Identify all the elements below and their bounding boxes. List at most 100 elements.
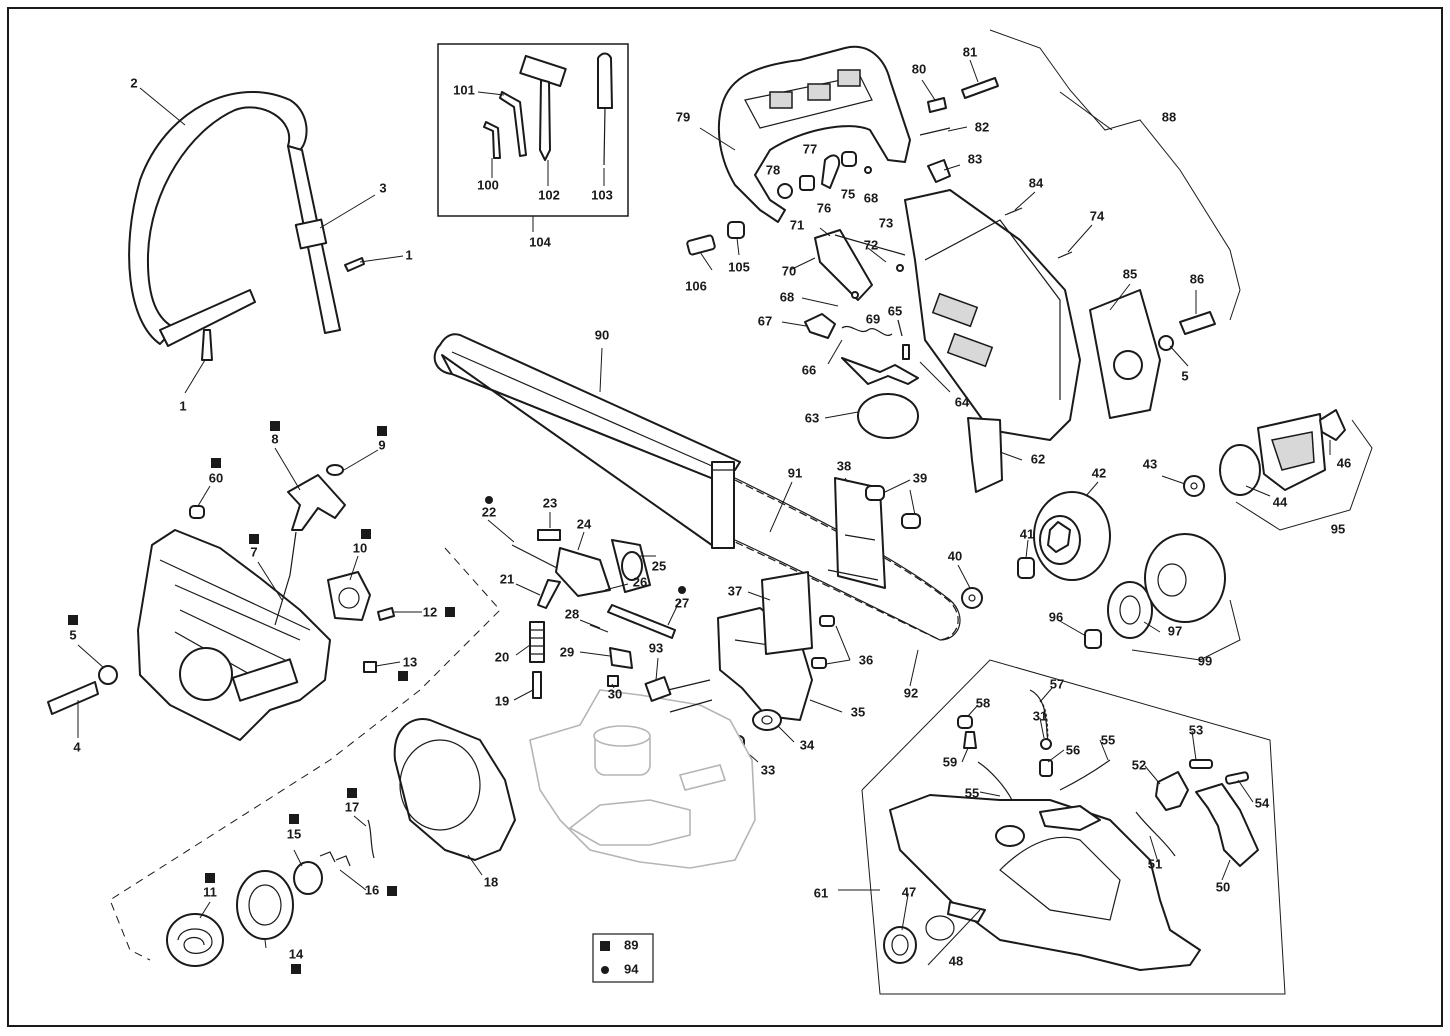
callout-67: 67	[758, 313, 772, 328]
callout-54: 54	[1255, 795, 1270, 810]
square-marker-icon	[68, 615, 78, 625]
square-marker-icon	[289, 814, 299, 824]
callout-30: 30	[608, 686, 622, 701]
callout-90: 90	[595, 327, 609, 342]
callout-39: 39	[913, 470, 927, 485]
callout-99: 99	[1198, 653, 1212, 668]
callout-29: 29	[560, 644, 574, 659]
callout-19: 19	[495, 693, 509, 708]
callout-57: 57	[1050, 676, 1064, 691]
dot-marker-icon	[678, 586, 686, 594]
callout-15: 15	[287, 826, 301, 841]
callout-68b: 68	[780, 289, 794, 304]
callout-1a: 1	[405, 247, 412, 262]
leader-lines-bar	[599, 347, 1373, 763]
callout-77: 77	[803, 141, 817, 156]
callout-18: 18	[484, 874, 498, 889]
callout-10: 10	[353, 540, 367, 555]
callout-26: 26	[633, 574, 647, 589]
square-marker-icon	[291, 964, 301, 974]
square-marker-icon	[205, 873, 215, 883]
legend-square-icon	[600, 941, 610, 951]
legend-label: 94	[624, 961, 639, 976]
callout-58: 58	[976, 695, 990, 710]
callout-85: 85	[1123, 266, 1137, 281]
callout-14: 14	[289, 946, 304, 961]
callout-35: 35	[851, 704, 865, 719]
callout-25: 25	[652, 558, 666, 573]
callout-92: 92	[904, 685, 918, 700]
callout-20: 20	[495, 649, 509, 664]
leader-lines-carb	[487, 512, 681, 701]
tools	[483, 52, 613, 166]
callout-1b: 1	[179, 398, 186, 413]
callout-13: 13	[403, 654, 417, 669]
legend-dot-icon	[601, 966, 609, 974]
callout-17: 17	[345, 799, 359, 814]
callout-81: 81	[963, 44, 977, 59]
square-marker-icon	[270, 421, 280, 431]
tank-group-outline	[861, 659, 1286, 995]
callout-47: 47	[902, 884, 916, 899]
callout-37: 37	[728, 583, 742, 598]
callout-16: 16	[365, 882, 379, 897]
callout-105: 105	[728, 259, 750, 274]
callout-65: 65	[888, 303, 902, 318]
callout-12: 12	[423, 604, 437, 619]
clutch-parts	[717, 409, 1346, 751]
callout-63: 63	[805, 410, 819, 425]
callout-21: 21	[500, 571, 514, 586]
callout-5b: 5	[69, 627, 76, 642]
square-marker-icon	[445, 607, 455, 617]
callout-22: 22	[482, 504, 496, 519]
callout-7: 7	[250, 544, 257, 559]
callout-69: 69	[866, 311, 880, 326]
callout-50: 50	[1216, 879, 1230, 894]
marker-layer	[68, 421, 686, 974]
square-marker-icon	[249, 534, 259, 544]
leader-lines-tools	[477, 91, 605, 186]
callout-23: 23	[543, 495, 557, 510]
page-frame	[7, 7, 1443, 1027]
callout-55b: 55	[1101, 732, 1115, 747]
guide-bar	[433, 333, 741, 549]
callout-82: 82	[975, 119, 989, 134]
square-marker-icon	[361, 529, 371, 539]
square-marker-icon	[347, 788, 357, 798]
callout-72: 72	[864, 237, 878, 252]
callout-68a: 68	[864, 190, 878, 205]
callout-28: 28	[565, 606, 579, 621]
callout-34: 34	[800, 737, 815, 752]
callout-73: 73	[879, 215, 893, 230]
callout-84: 84	[1029, 175, 1044, 190]
callout-76: 76	[817, 200, 831, 215]
callout-24: 24	[577, 516, 592, 531]
crankcase	[529, 689, 756, 869]
callout-8: 8	[271, 431, 278, 446]
tank-small-parts	[957, 689, 1259, 867]
leader-lines-tank	[901, 687, 1254, 966]
callout-36: 36	[859, 652, 873, 667]
callout-40: 40	[948, 548, 962, 563]
front-handle	[128, 91, 365, 361]
callout-83: 83	[968, 151, 982, 166]
legend: 89 94	[600, 937, 639, 976]
small-parts-upper	[686, 151, 1003, 493]
legend-label: 89	[624, 937, 638, 952]
callout-5a: 5	[1181, 368, 1188, 383]
callout-93: 93	[649, 640, 663, 655]
callout-46: 46	[1337, 455, 1351, 470]
callout-43: 43	[1143, 456, 1157, 471]
callout-100: 100	[477, 177, 499, 192]
callout-11: 11	[203, 884, 217, 899]
dot-marker-icon	[485, 496, 493, 504]
callout-48: 48	[949, 953, 963, 968]
callout-38: 38	[837, 458, 851, 473]
starter-housing	[47, 464, 395, 741]
callout-27: 27	[675, 595, 689, 610]
carburetor-parts	[511, 529, 713, 713]
callout-64: 64	[955, 394, 970, 409]
callout-106: 106	[685, 278, 707, 293]
